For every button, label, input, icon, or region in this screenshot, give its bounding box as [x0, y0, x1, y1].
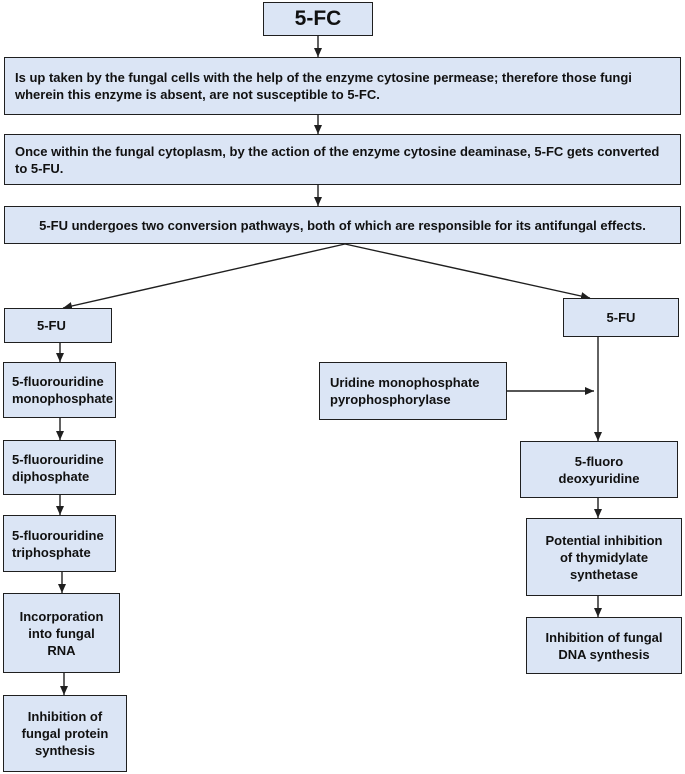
inhibition-protein-label: Inhibition of fungal protein synthesis [21, 709, 109, 758]
uptake-text: Is up taken by the fungal cells with the… [15, 70, 632, 102]
deoxyuridine-label: 5-fluoro deoxyuridine [558, 453, 640, 486]
triphosphate-label: 5-fluorouridine triphosphate [12, 527, 104, 560]
left-5fu-box: 5-FU [4, 308, 112, 343]
title-label: 5-FC [294, 7, 342, 30]
triphosphate-box: 5-fluorouridine triphosphate [3, 515, 116, 572]
conversion-text: Once within the fungal cytoplasm, by the… [15, 143, 660, 176]
monophosphate-box: 5-fluorouridine monophosphate [3, 362, 116, 418]
incorporation-box: Incorporation into fungal RNA [3, 593, 120, 673]
arrow-pathways-to-right-5fu [344, 243, 591, 300]
incorporation-label: Incorporation into fungal RNA [19, 608, 104, 658]
left-5fu-label: 5-FU [37, 318, 66, 333]
enzyme-box: Uridine monophosphate pyrophosphorylase [319, 362, 507, 420]
title-box-5fc: 5-FC [263, 2, 373, 36]
pathways-box: 5-FU undergoes two conversion pathways, … [4, 206, 681, 244]
enzyme-label: Uridine monophosphate pyrophosphorylase [330, 375, 480, 407]
inhibition-protein-box: Inhibition of fungal protein synthesis [3, 695, 127, 772]
thymidylate-label: Potential inhibition of thymidylate synt… [545, 532, 663, 582]
arrow-pathways-to-left-5fu [62, 243, 346, 310]
right-5fu-box: 5-FU [563, 298, 679, 337]
inhibition-dna-box: Inhibition of fungal DNA synthesis [526, 617, 682, 674]
inhibition-dna-label: Inhibition of fungal DNA synthesis [545, 629, 663, 662]
monophosphate-label: 5-fluorouridine monophosphate [12, 374, 114, 406]
diphosphate-label: 5-fluorouridine diphosphate [12, 451, 104, 484]
uptake-box: Is up taken by the fungal cells with the… [4, 57, 681, 115]
deoxyuridine-box: 5-fluoro deoxyuridine [520, 441, 678, 498]
thymidylate-box: Potential inhibition of thymidylate synt… [526, 518, 682, 596]
diphosphate-box: 5-fluorouridine diphosphate [3, 440, 116, 495]
right-5fu-label: 5-FU [606, 310, 636, 325]
conversion-box: Once within the fungal cytoplasm, by the… [4, 134, 681, 185]
pathways-text: 5-FU undergoes two conversion pathways, … [39, 217, 646, 233]
